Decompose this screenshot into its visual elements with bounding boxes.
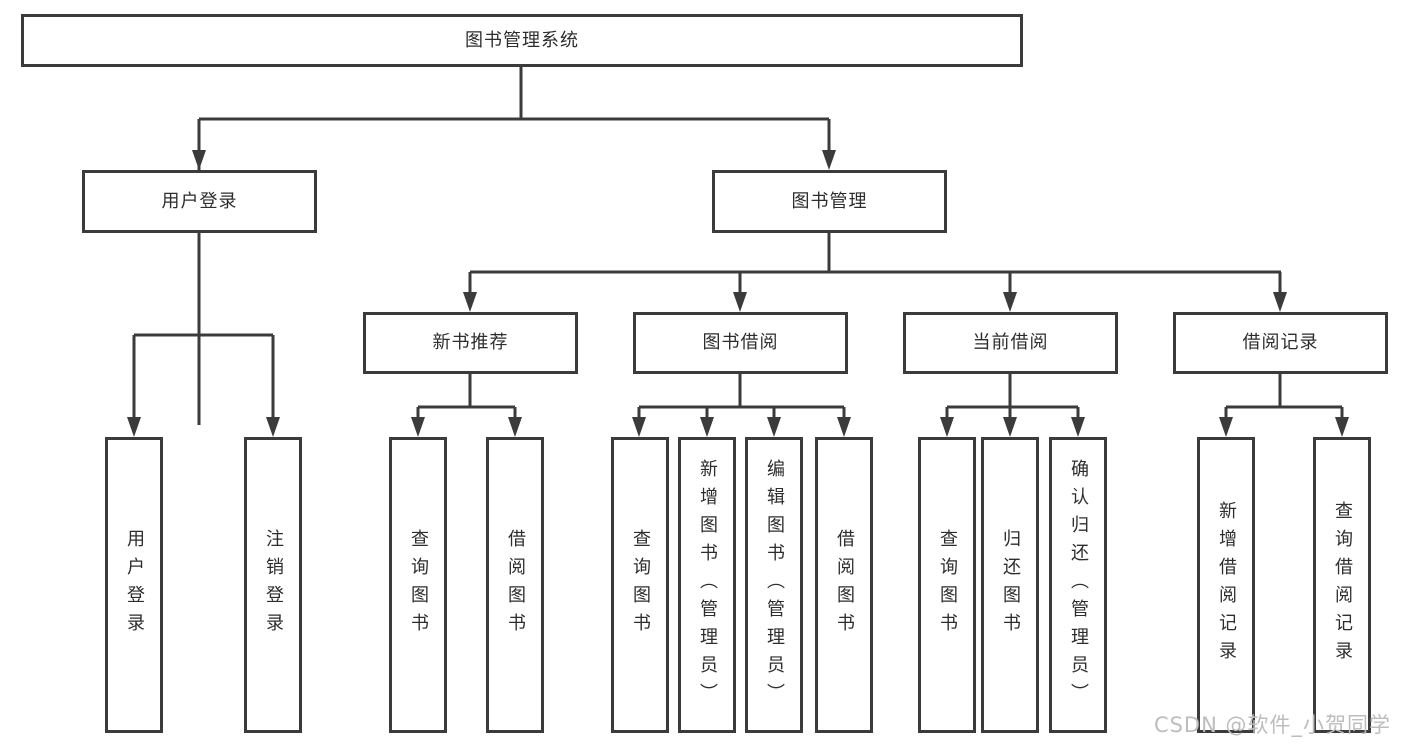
- leaf-edit-books-admin: 编辑图书（管理员）: [745, 437, 803, 733]
- csdn-watermark: CSDN @软件_小贺同学: [1153, 713, 1391, 737]
- leaf-query-books-borrowing: 查询图书: [611, 437, 669, 733]
- node-user-login: 用户登录: [82, 170, 317, 233]
- leaf-add-books-admin: 新增图书（管理员）: [678, 437, 736, 733]
- connector-current-borrowing: [945, 374, 1080, 425]
- leaf-query-books-current: 查询图书: [918, 437, 976, 733]
- node-new-book-recommendation: 新书推荐: [363, 312, 578, 374]
- node-current-borrowing: 当前借阅: [903, 312, 1118, 374]
- connector-borrowing-records: [1224, 374, 1344, 425]
- connector-root: [199, 67, 829, 121]
- connector-book-management: [468, 233, 1282, 300]
- connector-book-borrowing: [637, 374, 846, 425]
- arrowheads: [127, 150, 1349, 437]
- leaf-confirm-return-admin: 确认归还（管理员）: [1049, 437, 1107, 733]
- leaf-borrow-books-borrowing: 借阅图书: [815, 437, 873, 733]
- connector-new-book-recommend: [416, 374, 517, 425]
- node-book-management: 图书管理: [712, 170, 947, 233]
- node-library-management-system: 图书管理系统: [21, 14, 1023, 67]
- leaf-add-borrow-record: 新增借阅记录: [1197, 437, 1255, 733]
- connector-user-login: [132, 233, 275, 425]
- node-borrowing-records: 借阅记录: [1173, 312, 1388, 374]
- leaf-user-login: 用户登录: [105, 437, 163, 733]
- node-book-borrowing: 图书借阅: [633, 312, 848, 374]
- leaf-query-books-recommend: 查询图书: [389, 437, 447, 733]
- leaf-return-books: 归还图书: [981, 437, 1039, 733]
- leaf-query-borrow-record: 查询借阅记录: [1313, 437, 1371, 733]
- leaf-borrow-books-recommend: 借阅图书: [486, 437, 544, 733]
- leaf-logout-login: 注销登录: [244, 437, 302, 733]
